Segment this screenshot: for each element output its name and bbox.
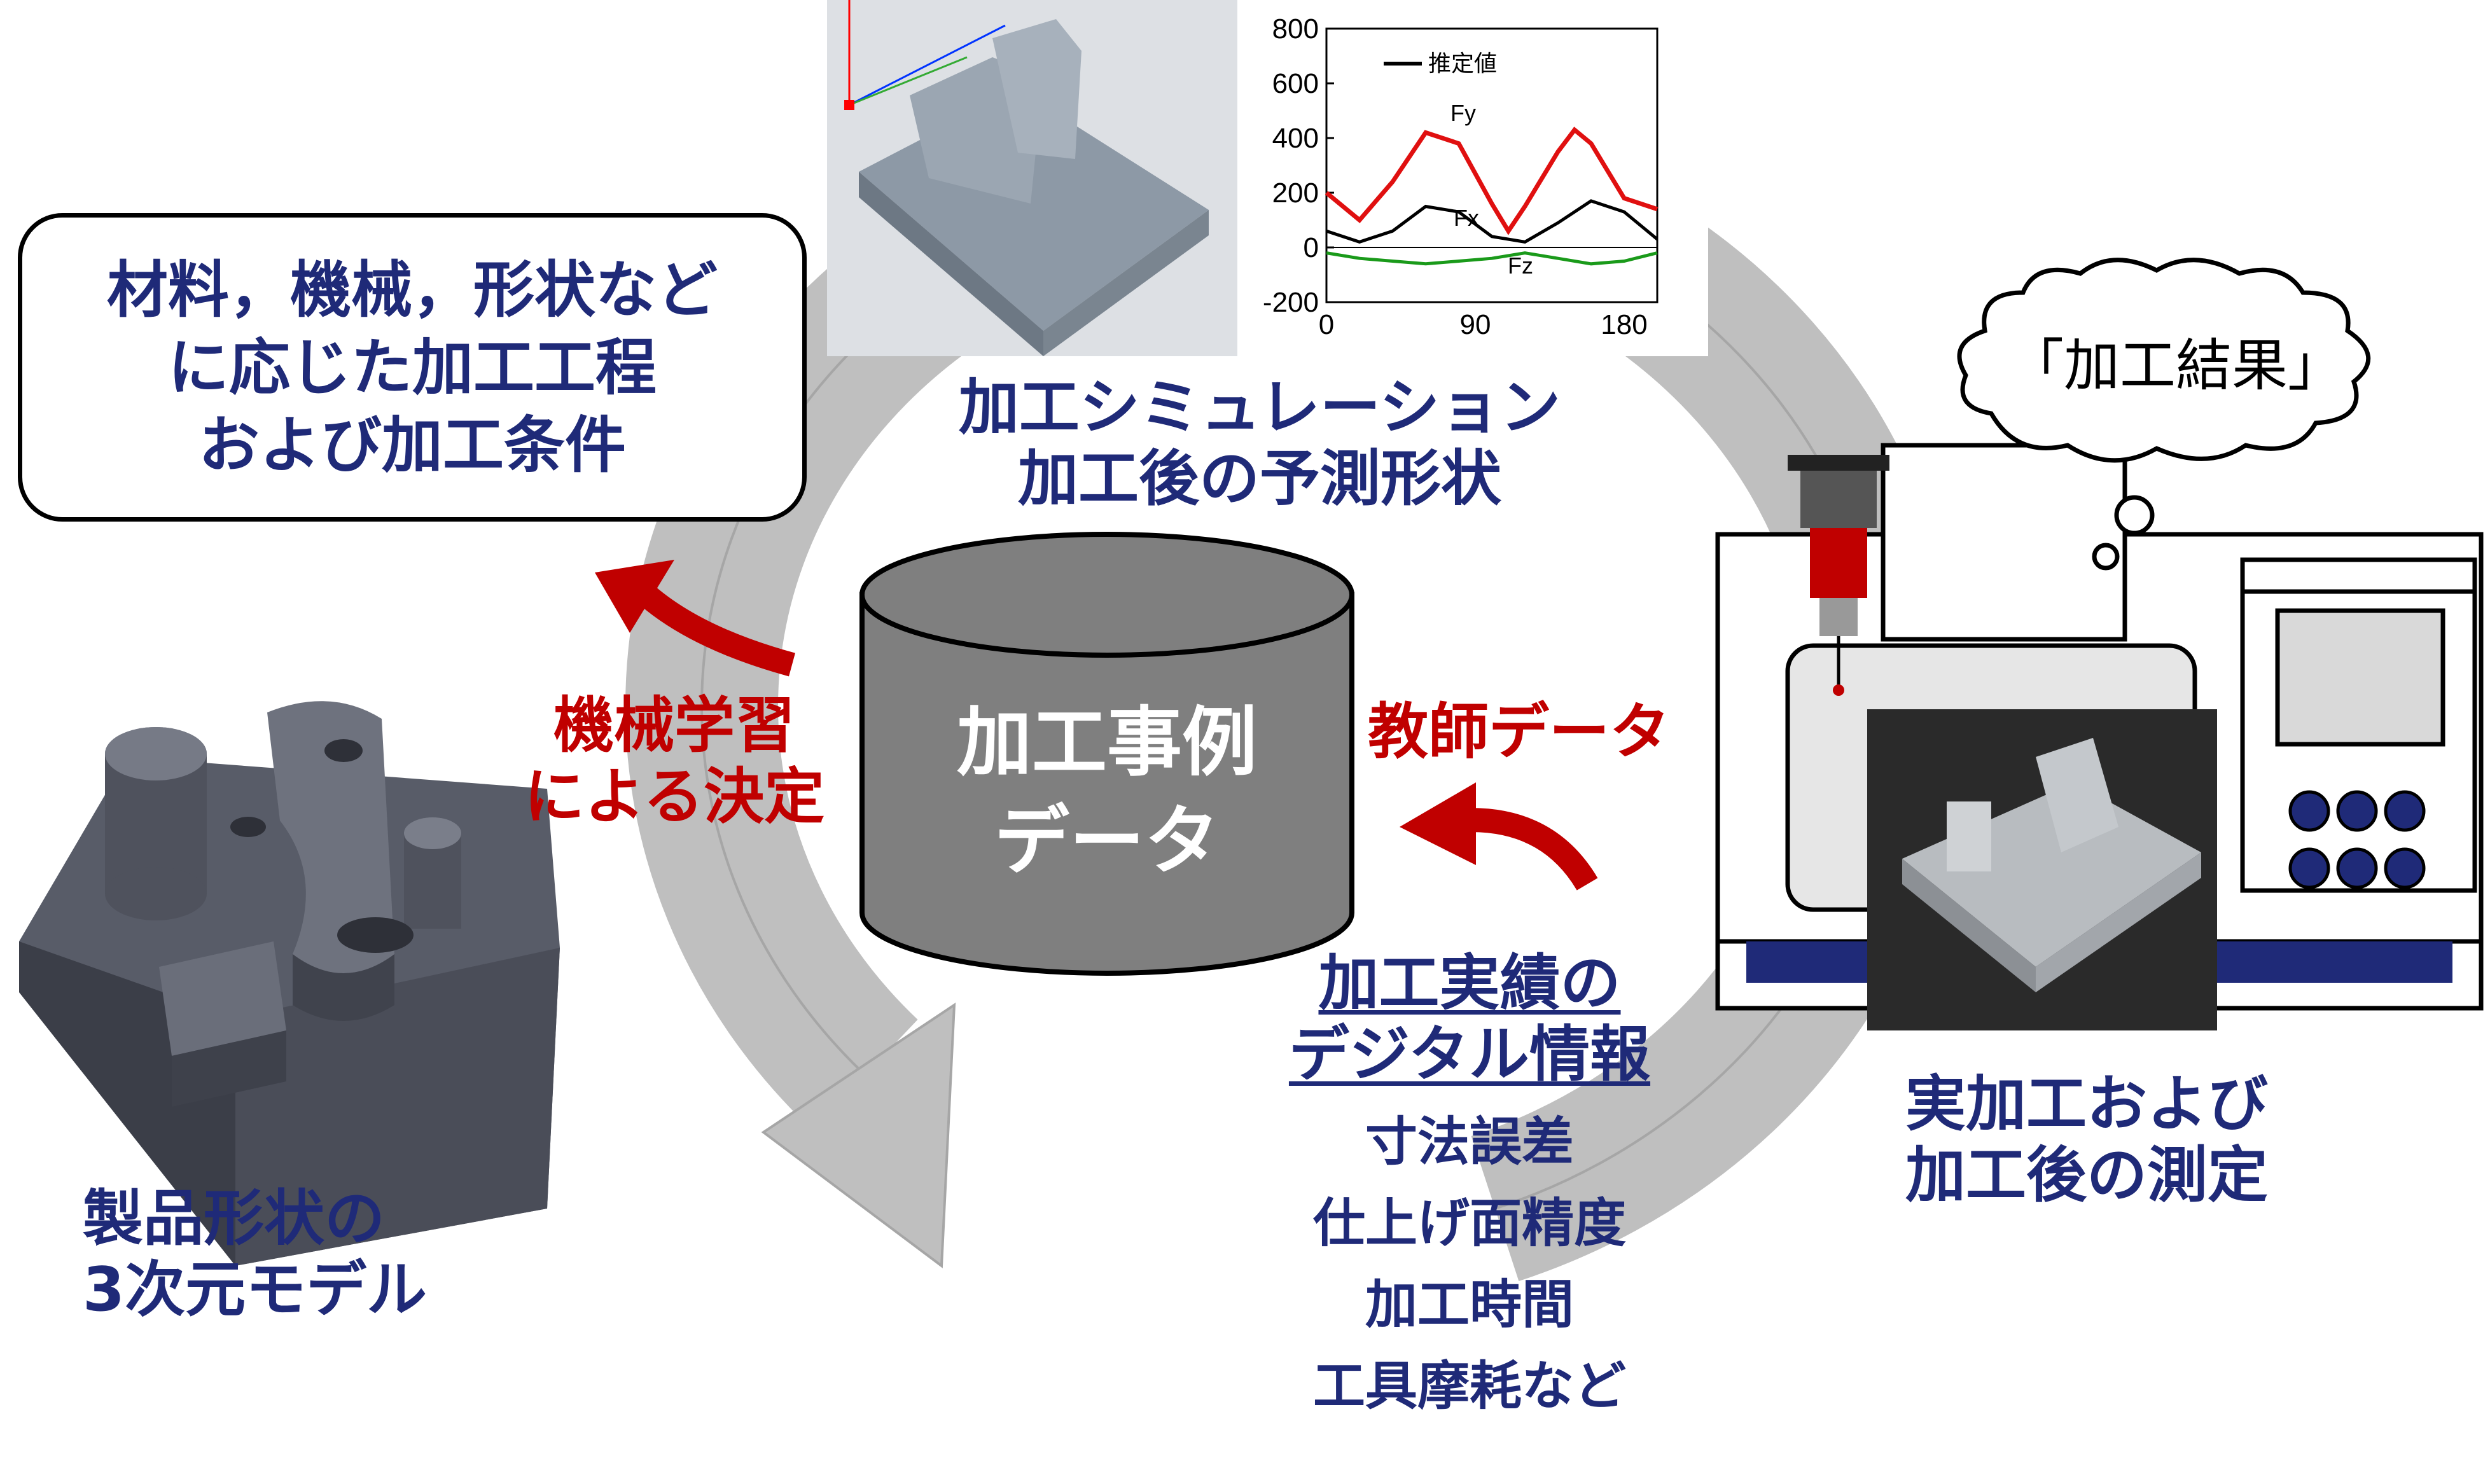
- simulation-title-line-1: 加工シミュレーション: [958, 373, 1561, 443]
- ml-line-1: 機械学習: [553, 691, 795, 761]
- y-tick-label: 600: [1272, 68, 1319, 99]
- database-line-1: 加工事例: [956, 698, 1257, 786]
- product-line-1: 製品形状の: [83, 1184, 386, 1254]
- teacher-arrow: [1456, 808, 1598, 891]
- digital-info-title-2: デジタル情報: [1288, 1020, 1651, 1090]
- digital-info-title-1: 加工実績の: [1318, 948, 1621, 1018]
- x-tick-label: 0: [1319, 309, 1334, 340]
- machining-line-1: 実加工および: [1905, 1069, 2268, 1139]
- database-cylinder: [859, 532, 1354, 976]
- series-label-fx: Fx: [1454, 205, 1479, 231]
- digital-info-item: 工具摩耗など: [1312, 1356, 1626, 1417]
- spindle-probe: [1788, 455, 1889, 696]
- series-line-fx: [1326, 199, 1659, 244]
- ml-arrow-head: [595, 560, 674, 633]
- product-3d-model: [19, 701, 560, 1266]
- conditions-line-3: および加工条件: [198, 409, 626, 481]
- conditions-line-1: 材料，機械，形状など: [107, 254, 718, 326]
- teacher-arrow-head: [1400, 782, 1476, 865]
- simulation-render: [827, 0, 1241, 356]
- product-line-2: 3次元モデル: [83, 1255, 428, 1325]
- simulation-title: 加工シミュレーション 加工後の予測形状: [903, 372, 1616, 515]
- digital-info-item: 加工時間: [1365, 1275, 1574, 1335]
- thought-bubble: [1957, 258, 2371, 571]
- y-tick-label: -200: [1263, 287, 1319, 318]
- ml-line-2: による決定: [524, 762, 825, 832]
- control-buttons: [2288, 790, 2426, 889]
- database-label: 加工事例 データ: [872, 693, 1342, 891]
- y-tick-label: 400: [1272, 123, 1319, 154]
- cycle-arrow-head: [761, 1002, 956, 1268]
- teacher-data-label: 教師データ: [1368, 697, 1671, 767]
- digital-info-item: 仕上げ面精度: [1312, 1193, 1626, 1254]
- machining-line-2: 加工後の測定: [1905, 1141, 2268, 1210]
- y-tick-label: 0: [1304, 232, 1319, 263]
- machined-part-photo: [1867, 709, 2217, 1030]
- database-line-2: データ: [994, 797, 1220, 885]
- series-line-fz: [1326, 251, 1658, 266]
- simulation-title-line-2: 加工後の予測形状: [1017, 444, 1501, 514]
- y-tick-label: 800: [1272, 13, 1319, 45]
- series-label-fz: Fz: [1508, 253, 1533, 279]
- machining-label: 実加工および 加工後の測定: [1781, 1069, 2392, 1211]
- thought-bubble-text: 「加工結果」: [2007, 333, 2344, 398]
- y-tick-label: 200: [1272, 177, 1319, 209]
- series-label-fy: Fy: [1450, 100, 1476, 126]
- legend-label: 推定値: [1428, 50, 1497, 76]
- machine-learning-label: 機械学習 による決定: [496, 690, 852, 833]
- product-model-label: 製品形状の 3次元モデル: [83, 1183, 528, 1326]
- x-tick-label: 90: [1460, 309, 1491, 340]
- digital-info-item: 寸法誤差: [1365, 1112, 1574, 1172]
- conditions-line-2: に応じた加工工程: [168, 331, 657, 403]
- x-tick-label: 180: [1601, 309, 1647, 340]
- plot-frame: [1325, 27, 1659, 303]
- process-conditions-box: 材料，機械，形状など に応じた加工工程 および加工条件: [18, 213, 807, 522]
- series-line-fy: [1325, 127, 1659, 235]
- digital-info-block: 加工実績の デジタル情報 寸法誤差 仕上げ面精度 加工時間 工具摩耗など: [1221, 948, 1718, 1427]
